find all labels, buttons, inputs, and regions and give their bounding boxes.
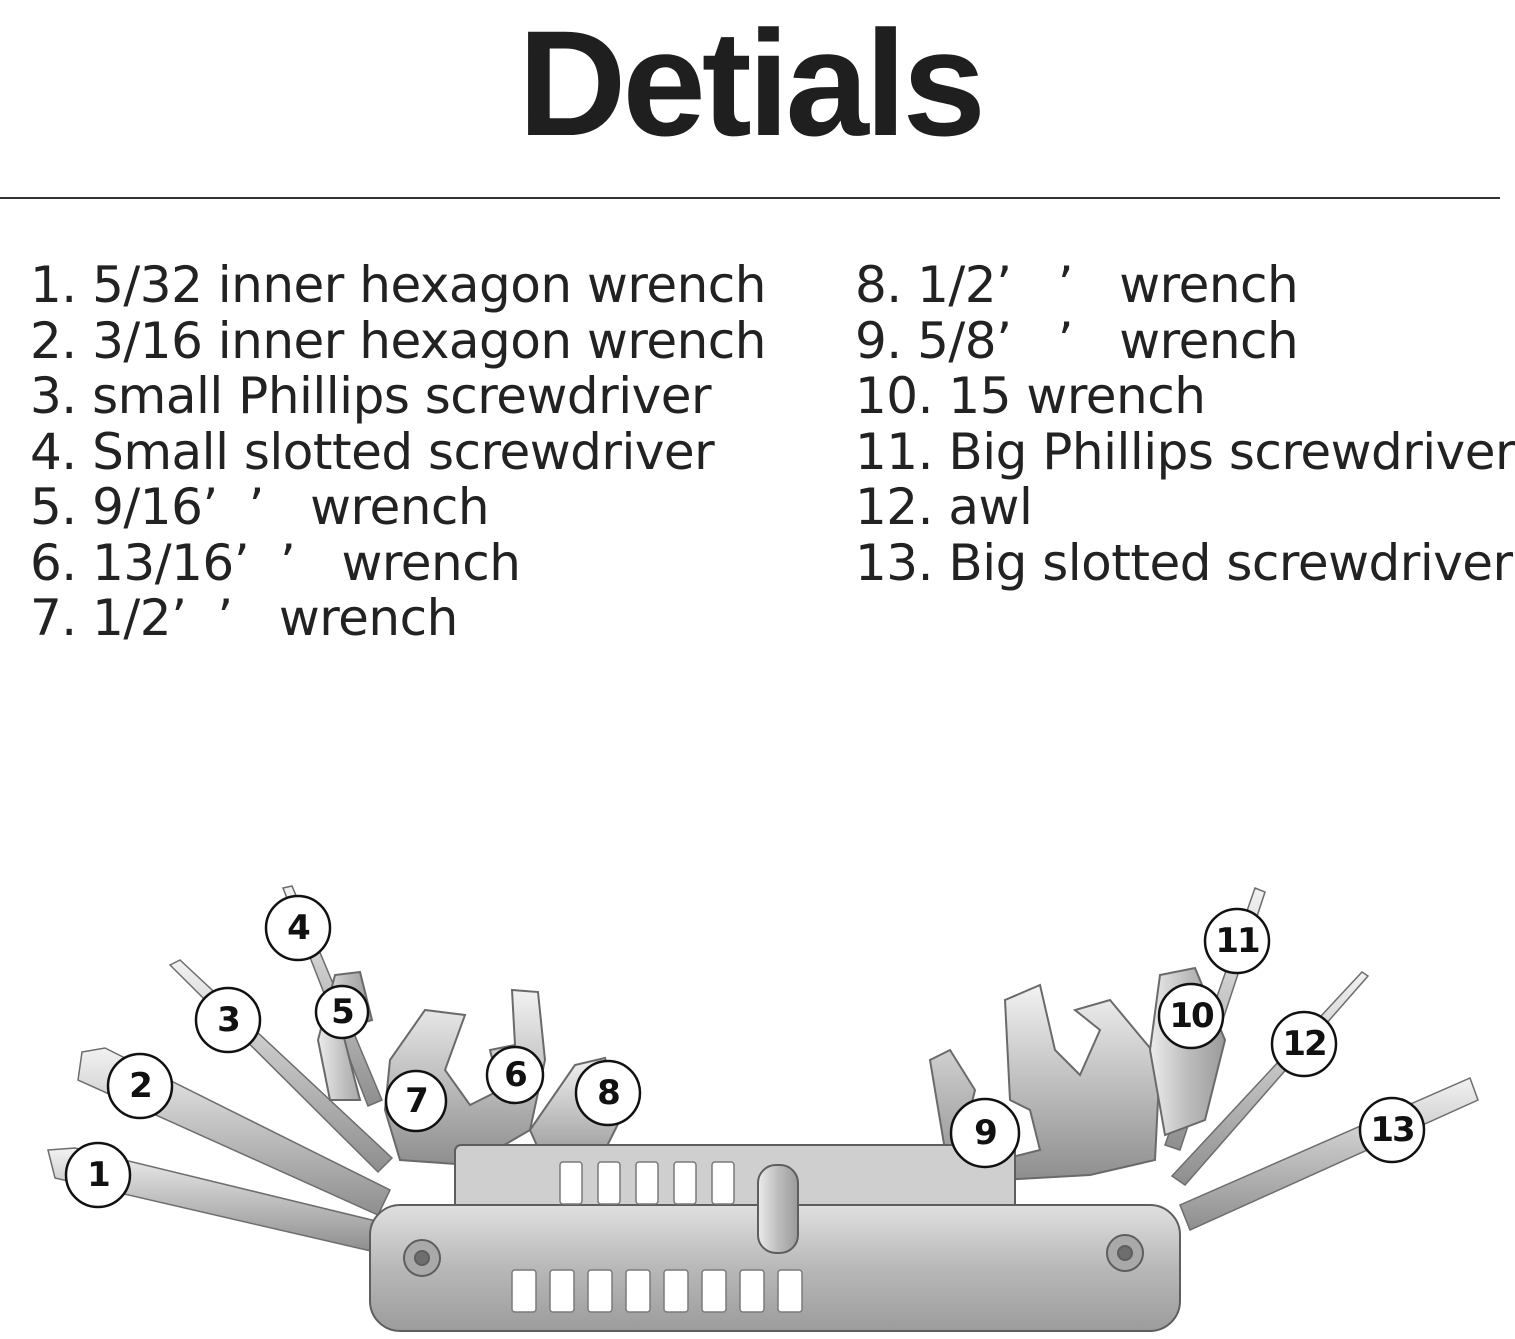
callout-label: 7 [405,1081,427,1121]
callout-label: 2 [129,1066,151,1106]
callout-label: 9 [974,1113,996,1153]
list-item: 6. 13/16’ ’ wrench [30,533,521,592]
list-item: 7. 1/2’ ’ wrench [30,589,458,647]
callout-label: 13 [1370,1110,1413,1150]
callout-label: 3 [217,1000,239,1040]
callout-13: 13 [1358,1096,1426,1164]
multitool-illustration: 1 2 3 4 5 6 7 8 9 10 11 12 [47,885,1479,1332]
list-item: 2. 3/16 inner hexagon wrench [30,311,766,370]
list-item: 12. awl [855,478,1033,536]
callout-label: 12 [1282,1024,1325,1064]
callout-9: 9 [949,1097,1021,1169]
list-item: 11. Big Phillips screwdriver [855,422,1515,481]
callout-12: 12 [1270,1010,1338,1078]
list-item: 9. 5/8’ ’ wrench [855,311,1299,370]
callout-5: 5 [314,984,370,1040]
callout-label: 10 [1169,996,1214,1036]
list-item: 13. Big slotted screwdriver [855,533,1513,592]
list-item: 1. 5/32 inner hexagon wrench [30,256,766,314]
callout-label: 1 [87,1155,109,1195]
callout-1: 1 [64,1141,132,1209]
callout-label: 5 [331,992,353,1032]
divider [0,197,1500,199]
tool-list-right: 8. 1/2’ ’ wrench 9. 5/8’ ’ wrench 10. 15… [855,256,1515,592]
callout-label: 6 [504,1055,526,1095]
tool-list-left: 1. 5/32 inner hexagon wrench 2. 3/16 inn… [30,256,766,647]
callout-8: 8 [574,1059,642,1127]
callout-6: 6 [485,1045,545,1105]
list-item: 3. small Phillips screwdriver [30,367,712,425]
list-item: 8. 1/2’ ’ wrench [855,256,1299,314]
callout-label: 11 [1215,921,1259,961]
list-item: 10. 15 wrench [855,367,1206,425]
callout-label: 4 [287,908,310,948]
page-title: Detials [518,0,986,167]
list-item: 5. 9/16’ ’ wrench [30,478,490,536]
callout-2: 2 [106,1052,174,1120]
callout-4: 4 [264,894,332,962]
callout-11: 11 [1203,907,1271,975]
callout-7: 7 [384,1069,448,1133]
tool-body [369,1144,1181,1332]
callout-10: 10 [1157,982,1225,1050]
list-item: 4. Small slotted screwdriver [30,422,715,481]
callout-label: 8 [597,1073,619,1113]
callout-3: 3 [194,986,262,1054]
